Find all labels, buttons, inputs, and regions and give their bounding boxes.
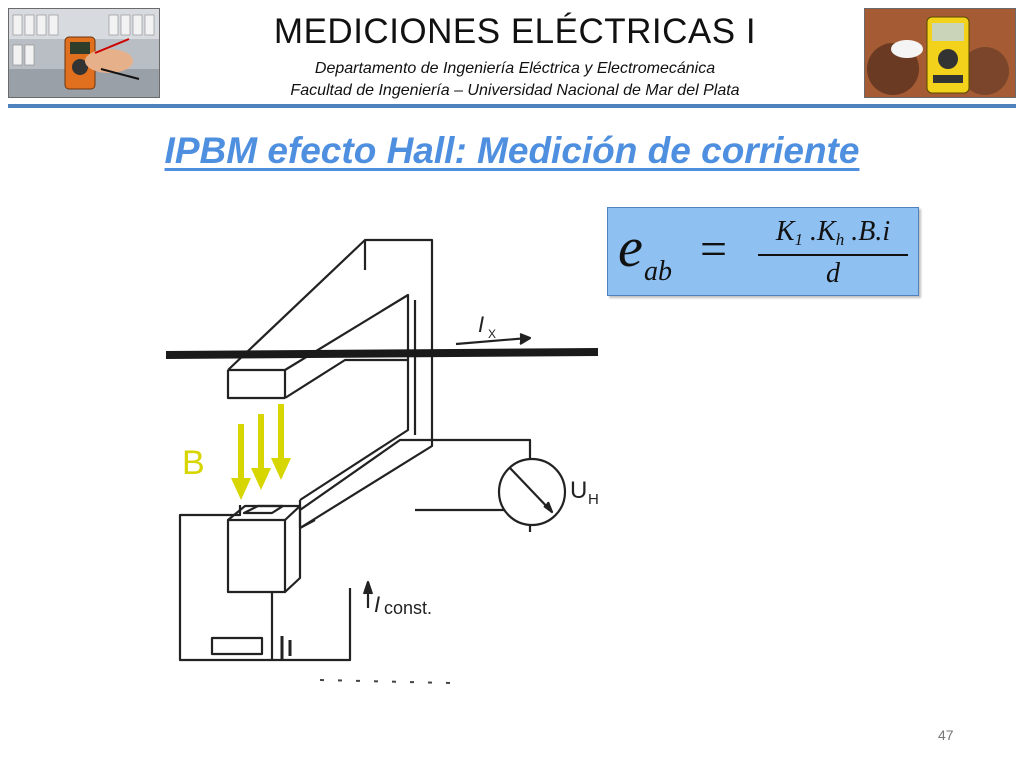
- magnetic-field-arrows: [231, 404, 291, 500]
- page-number: 47: [938, 727, 954, 743]
- const-current-subscript: const.: [384, 598, 432, 618]
- multimeter-photo-left: [8, 8, 160, 98]
- const-current-label: I: [374, 592, 380, 617]
- slide-title: IPBM efecto Hall: Medición de corriente: [164, 130, 860, 171]
- formula-equals: =: [700, 223, 728, 276]
- department-name: Departamento de Ingeniería Eléctrica y E…: [314, 60, 716, 77]
- formula-fraction-bar: [758, 254, 908, 256]
- current-label: I: [478, 312, 484, 337]
- course-title: MEDICIONES ELÉCTRICAS I: [273, 12, 757, 51]
- multimeter-photo-right: [864, 8, 1016, 98]
- yoke-front-face: [226, 370, 285, 400]
- formula-numerator: K1 .Kh .B.i: [775, 216, 891, 249]
- formula-lhs-symbol: e: [618, 217, 643, 279]
- hall-sensor-block: [226, 518, 287, 594]
- conductor-wire: [165, 348, 599, 359]
- slide-header: MEDICIONES ELÉCTRICAS I Departamento de …: [0, 0, 1024, 108]
- faculty-name: Facultad de Ingeniería – Universidad Nac…: [290, 82, 740, 99]
- header-divider: [8, 104, 1016, 108]
- circuit-loop: [178, 505, 352, 662]
- field-label: B: [182, 444, 205, 482]
- resistor: [210, 636, 264, 656]
- formula-lhs-subscript: ab: [644, 256, 672, 287]
- formula-denominator: d: [826, 258, 840, 289]
- yoke-outline: [227, 238, 434, 529]
- voltage-label: U: [570, 477, 587, 504]
- current-subscript: X: [488, 327, 496, 341]
- hall-formula-box: e ab = K1 .Kh .B.i d: [607, 207, 919, 296]
- voltage-subscript: H: [588, 491, 599, 508]
- hall-sensor-diagram: B I X U H I const.: [165, 238, 599, 684]
